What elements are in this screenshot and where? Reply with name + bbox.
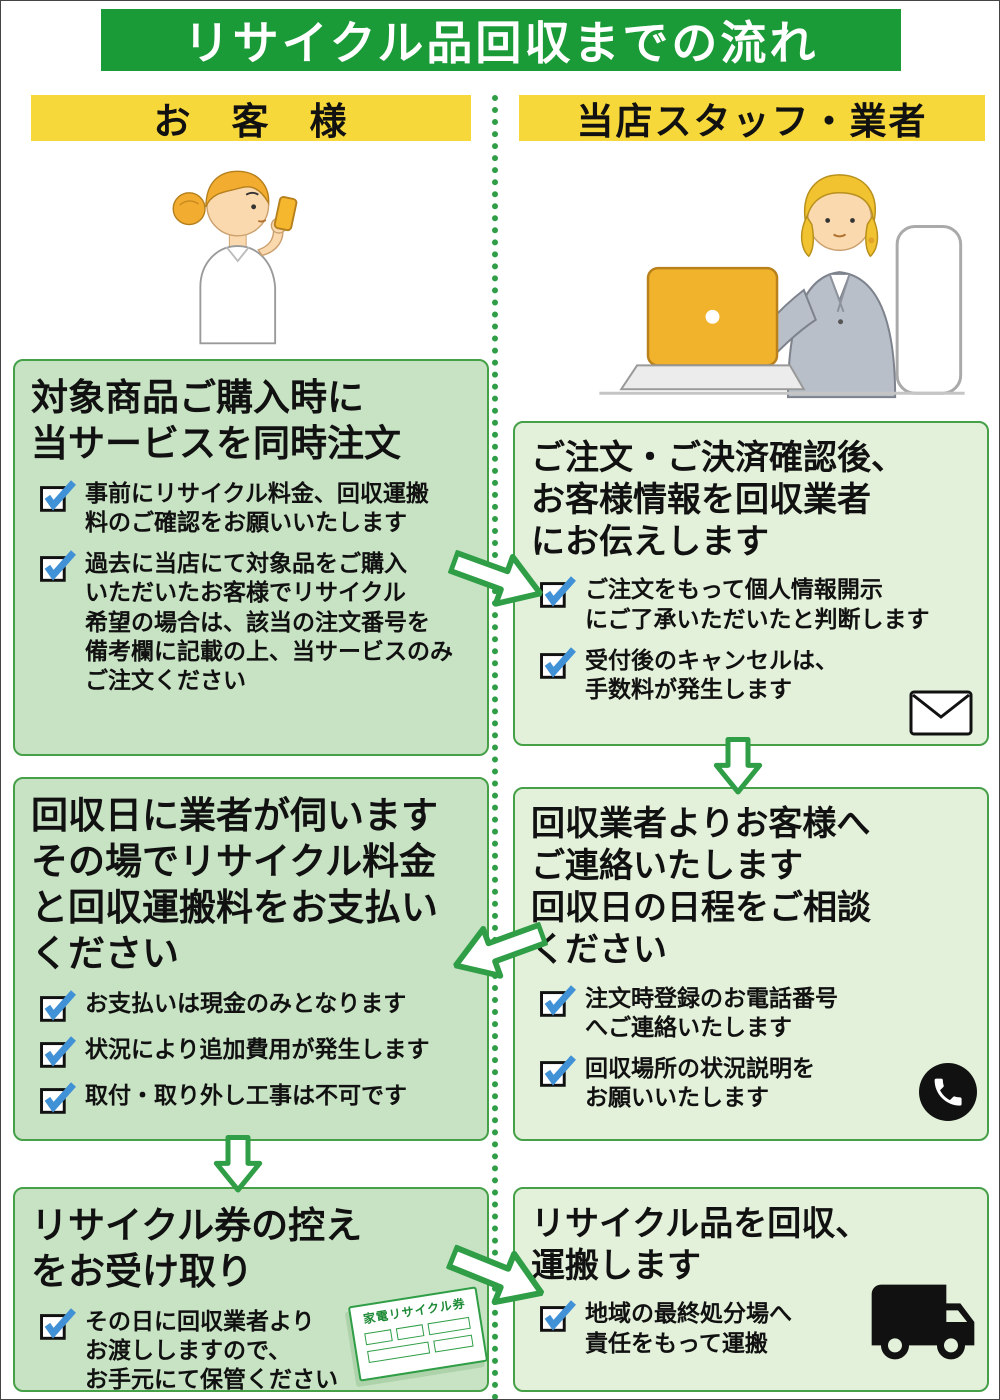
checkbox-icon xyxy=(540,1055,576,1087)
staff-step2-box: 回収業者よりお客様へ ご連絡いたします 回収日の日程をご相談 ください 注文時登… xyxy=(513,787,989,1141)
check-item-text: ご注文をもって個人情報開示 にご了承いただいたと判断します xyxy=(585,576,930,632)
checkbox-icon xyxy=(40,550,76,582)
arrow-customer3-to-staff3 xyxy=(445,1244,545,1306)
check-item: 取付・取り外し工事は不可です xyxy=(31,1081,473,1115)
checkbox-icon xyxy=(40,480,76,512)
envelope-icon xyxy=(909,690,973,736)
column-header-staff: 当店スタッフ・業者 xyxy=(519,95,985,142)
page-title-text: リサイクル品回収までの流れ xyxy=(183,17,819,69)
arrow-down-customer-icon xyxy=(213,1135,263,1193)
check-item: 注文時登録のお電話番号 へご連絡いたします xyxy=(531,984,973,1042)
customer-step3-box: リサイクル券の控え をお受け取り その日に回収業者より お渡ししますので、 お手… xyxy=(13,1187,489,1392)
checkbox-icon xyxy=(40,1035,76,1068)
phone-icon xyxy=(919,1063,977,1121)
check-item: 地域の最終処分場へ 責任をもって運搬 xyxy=(531,1299,973,1357)
customer-illustration xyxy=(172,170,298,345)
check-item: お支払いは現金のみとなります xyxy=(31,989,473,1023)
check-item: 過去に当店にて対象品をご購入 いただいたお客様でリサイクル 希望の場合は、該当の… xyxy=(31,549,473,695)
customer-step2-box: 回収日に業者が伺います その場でリサイクル料金 と回収運搬料をお支払い ください… xyxy=(13,777,489,1141)
truck-icon xyxy=(871,1284,975,1360)
customer-step1-box: 対象商品ご購入時に 当サービスを同時注文 事前にリサイクル料金、回収運搬 料のご… xyxy=(13,359,489,756)
dotted-column-divider xyxy=(492,95,498,1399)
check-item-text: 受付後のキャンセルは、 手数料が発生します xyxy=(585,646,838,703)
checkbox-icon xyxy=(540,647,576,679)
check-item-text: 状況により追加費用が発生します xyxy=(85,1035,430,1062)
arrow-customer1-to-staff1 xyxy=(447,550,544,607)
check-item-text: その日に回収業者より お渡ししますので、 お手元にて保管ください xyxy=(85,1307,338,1393)
staff-step2-title: 回収業者よりお客様へ ご連絡いたします 回収日の日程をご相談 ください xyxy=(531,805,871,970)
check-item-text: 事前にリサイクル料金、回収運搬 料のご確認をお願いいたします xyxy=(85,479,429,535)
customer-step3-title: リサイクル券の控え をお受け取り xyxy=(31,1205,363,1292)
checkbox-icon xyxy=(540,1300,576,1333)
check-item-text: 過去に当店にて対象品をご購入 いただいたお客様でリサイクル 希望の場合は、該当の… xyxy=(85,550,453,693)
check-item-text: 回収場所の状況説明を お願いいたします xyxy=(585,1055,815,1111)
arrow-down-staff-icon xyxy=(713,737,763,795)
checkbox-icon xyxy=(40,989,76,1022)
check-item-text: 地域の最終処分場へ 責任をもって運搬 xyxy=(585,1300,792,1356)
staff-illustration xyxy=(599,174,965,399)
page-title: リサイクル品回収までの流れ xyxy=(101,9,901,71)
check-item-text: 注文時登録のお電話番号 へご連絡いたします xyxy=(585,984,838,1040)
check-item-text: 取付・取り外し工事は不可です xyxy=(85,1081,407,1108)
checkbox-icon xyxy=(40,1081,76,1114)
staff-step1-box: ご注文・ご決済確認後、 お客様情報を回収業者 にお伝えします ご注文をもって個人… xyxy=(513,421,989,746)
staff-step3-title: リサイクル品を回収、 運搬します xyxy=(531,1205,870,1286)
customer-header-text: お 客 様 xyxy=(153,101,349,142)
check-item: ご注文をもって個人情報開示 にご了承いただいたと判断します xyxy=(531,575,973,633)
staff-step1-title: ご注文・ご決済確認後、 お客様情報を回収業者 にお伝えします xyxy=(531,439,905,562)
check-item: 状況により追加費用が発生します xyxy=(31,1035,473,1069)
check-item: 受付後のキャンセルは、 手数料が発生します xyxy=(531,646,973,704)
customer-step1-title: 対象商品ご購入時に 当サービスを同時注文 xyxy=(31,377,401,464)
column-header-customer: お 客 様 xyxy=(31,95,471,142)
checkbox-icon xyxy=(540,984,576,1017)
staff-step3-box: リサイクル品を回収、 運搬します 地域の最終処分場へ 責任をもって運搬 xyxy=(513,1187,989,1392)
check-item-text: お支払いは現金のみとなります xyxy=(85,989,407,1016)
customer-step2-title: 回収日に業者が伺います その場でリサイクル料金 と回収運搬料をお支払い ください xyxy=(31,795,438,974)
staff-header-text: 当店スタッフ・業者 xyxy=(576,101,928,142)
check-item: その日に回収業者より お渡ししますので、 お手元にて保管ください xyxy=(31,1307,473,1395)
arrow-staff2-to-customer2 xyxy=(452,922,549,979)
check-item: 事前にリサイクル料金、回収運搬 料のご確認をお願いいたします xyxy=(31,479,473,537)
check-item: 回収場所の状況説明を お願いいたします xyxy=(531,1054,973,1112)
checkbox-icon xyxy=(40,1308,76,1340)
